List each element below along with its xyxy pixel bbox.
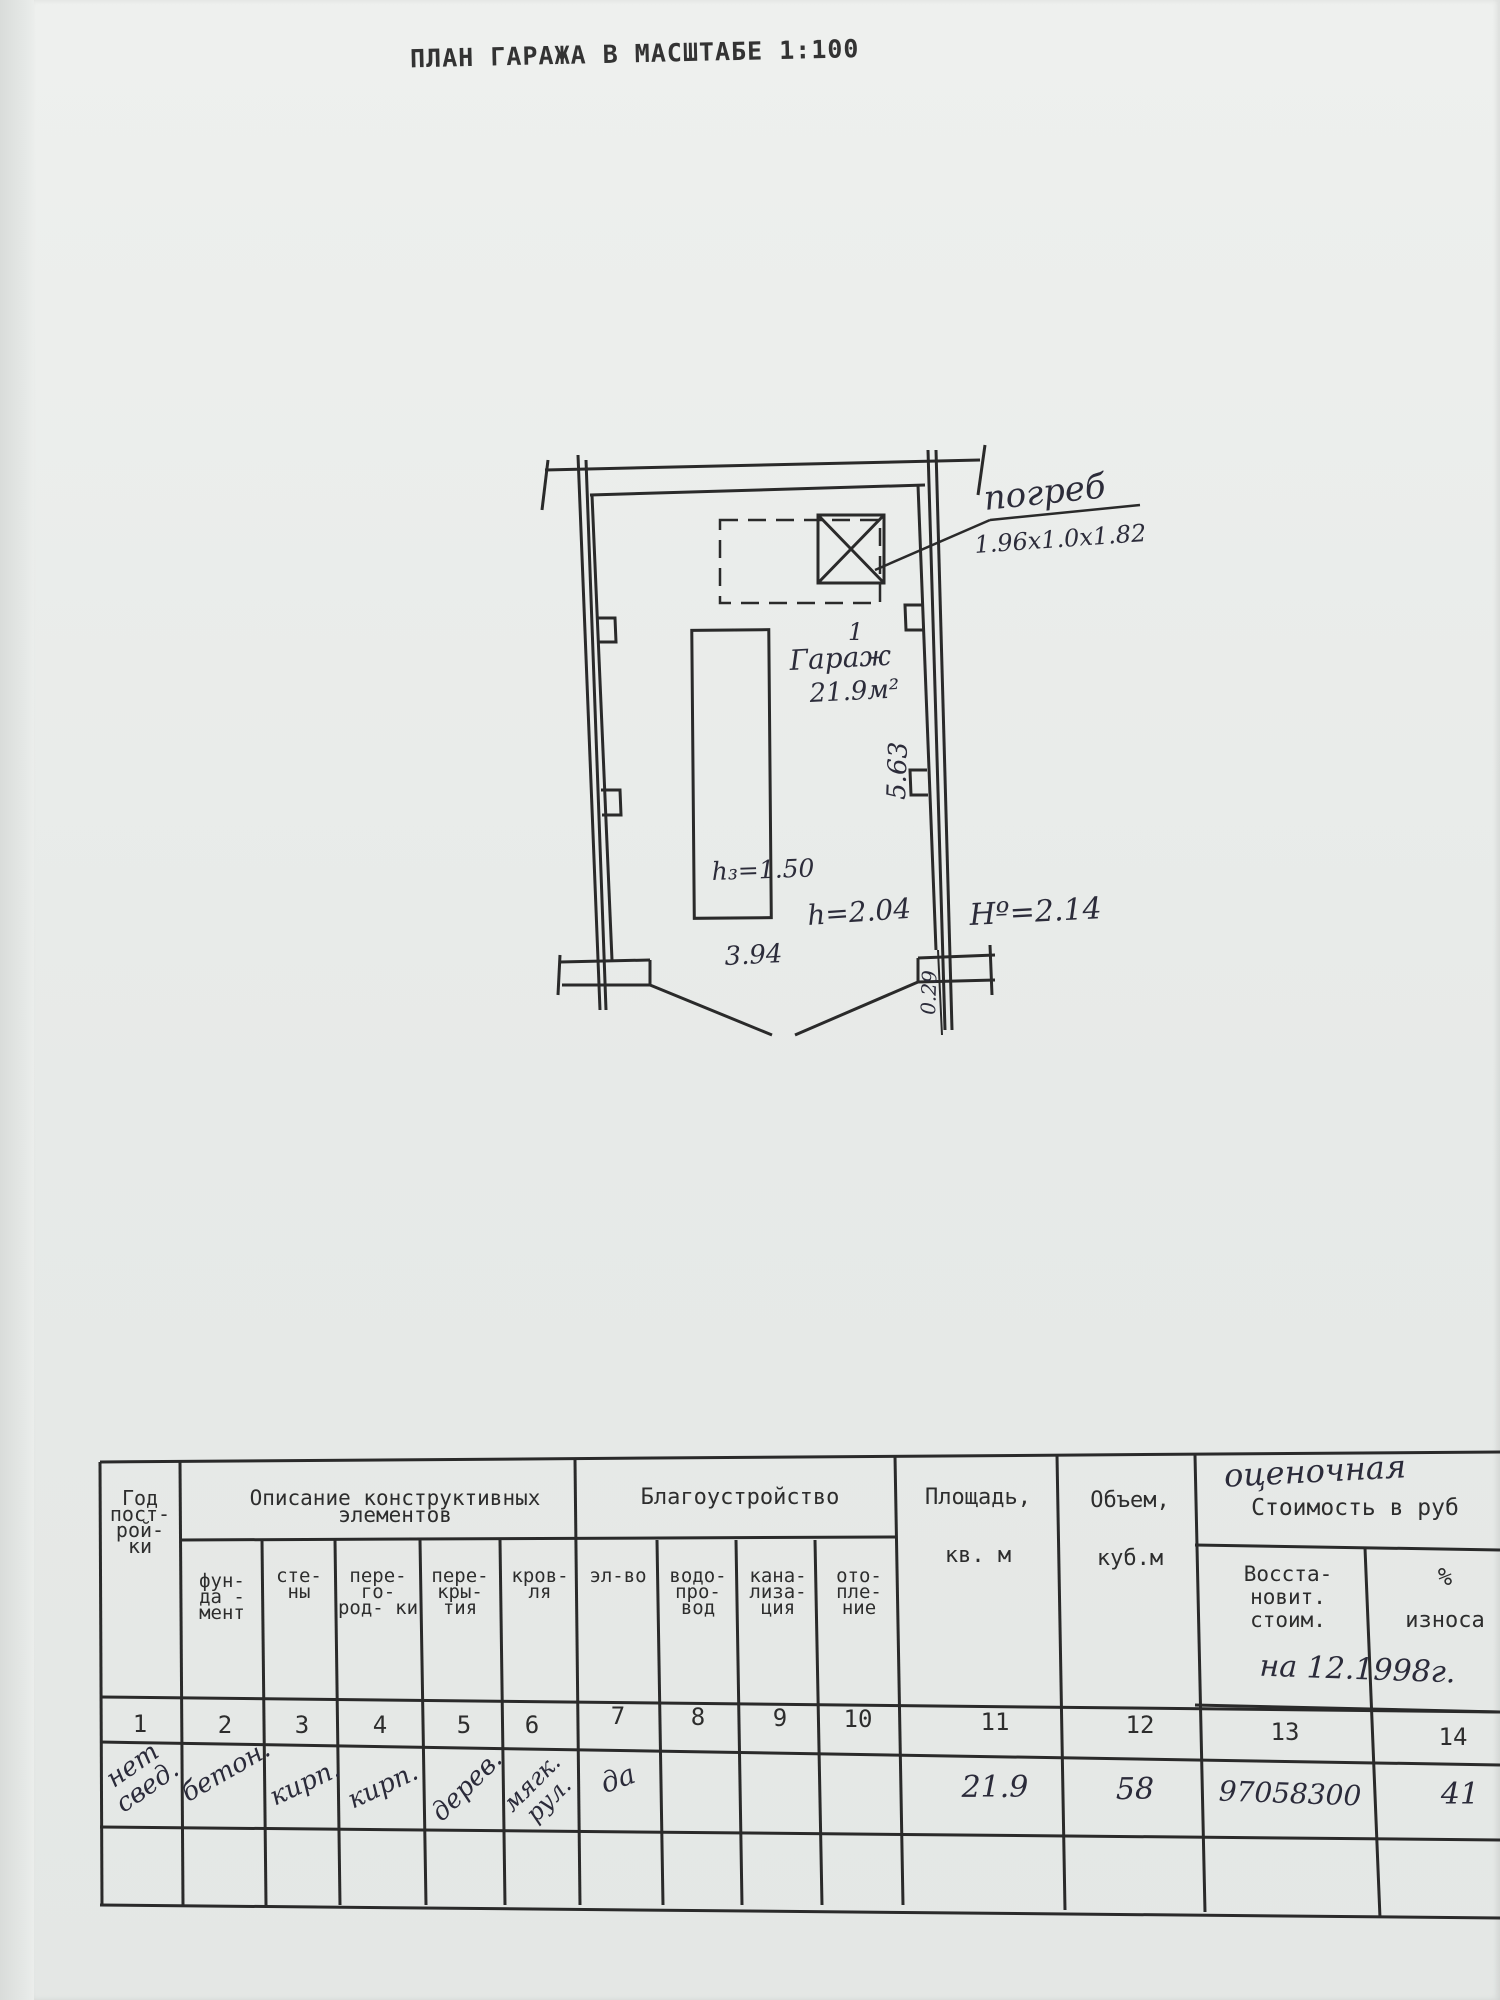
cell-restore-cost: 97058300 [1218,1774,1362,1813]
colnum-7: 7 [610,1702,626,1730]
colnum-10: 10 [843,1705,873,1733]
sub-electricity: эл-во [589,1565,647,1587]
cell-electricity: да [595,1757,640,1800]
colnum-5: 5 [456,1711,472,1739]
room-name: Гараж [788,639,892,677]
paper-edge [0,0,38,2000]
wall-thickness: 0.29 [916,970,942,1016]
sub-water: водо- про- вод [669,1565,727,1620]
colnum-1: 1 [132,1710,148,1738]
header-volume-unit: куб.м [1096,1546,1164,1571]
header-cost: Стоимость в руб [1251,1495,1459,1521]
colnum-6: 6 [524,1711,540,1739]
sub-foundation: фун- да - мент [199,1570,245,1625]
header-area: Площадь, [925,1485,1031,1510]
technical-table: Год пост- рой- ки Описание конструктивны… [100,1447,1500,1905]
pit-height: h₃=1.50 [711,853,815,886]
document-sheet [34,0,1500,2000]
top-wall-outer [544,458,981,472]
header-volume: Объем, [1090,1488,1170,1513]
sub-partitions: пере- го- род- ки [337,1565,419,1620]
inner-height: h=2.04 [806,892,912,932]
top-wall-inner [589,483,926,497]
header-wear-pct: % [1437,1563,1453,1591]
cell-partitions: кирп. [343,1756,423,1816]
cell-foundation: бетон. [176,1734,276,1809]
inspection-pit [690,628,773,920]
door-left-leaf [649,983,773,1037]
sub-walls: сте- ны [276,1565,322,1604]
colnum-2: 2 [217,1711,233,1739]
cell-wear: 41 [1440,1777,1480,1812]
header-year: Год пост- рой- ки [109,1486,171,1558]
colnum-14: 14 [1438,1723,1468,1751]
header-wear: износа [1405,1608,1485,1633]
left-wall-outer [576,454,602,1011]
room-area: 21.9м² [808,674,900,709]
header-date: на 12.1998г. [1258,1648,1457,1691]
cell-roof: мягк. рул. [496,1747,577,1828]
colnum-13: 13 [1270,1718,1300,1746]
sub-sewer: кана- лиза- ция [749,1565,807,1620]
header-restore: Восста- новит. стоим. [1243,1562,1333,1633]
header-constructive: Описание конструктивных элементов [249,1486,541,1527]
header-area-unit: кв. м [944,1543,1012,1568]
room-width: 3.94 [724,939,783,972]
left-wall-inner [590,494,614,961]
header-valuation: оценочная [1223,1447,1407,1495]
room-length: 5.63 [882,741,914,800]
sub-ceilings: пере- кры- тия [431,1565,489,1620]
cellar-outline [718,518,882,605]
colnum-9: 9 [772,1704,788,1732]
header-improvement: Благоустройство [640,1485,840,1510]
cell-area: 21.9 [961,1770,1029,1805]
colnum-12: 12 [1125,1711,1155,1739]
room-number: 1 [848,618,863,646]
colnum-3: 3 [294,1711,310,1739]
cellar-hatch [816,513,886,585]
cell-year: нет свед. [100,1736,185,1819]
colnum-11: 11 [980,1708,1010,1736]
outer-height: Hº=2.14 [968,891,1103,933]
sub-heating: ото- пле- ние [836,1565,882,1620]
door-right-leaf [794,980,919,1037]
colnum-8: 8 [690,1703,706,1731]
sub-roof: кров- ля [511,1565,569,1604]
cell-ceilings: дерев. [425,1744,509,1828]
garage-floor-plan: погреб 1.96х1.0х1.82 1 Гараж 21.9м² 5.63… [540,444,1147,1037]
right-wall-inner [916,484,938,951]
colnum-4: 4 [372,1711,388,1739]
cell-volume: 58 [1115,1772,1155,1807]
